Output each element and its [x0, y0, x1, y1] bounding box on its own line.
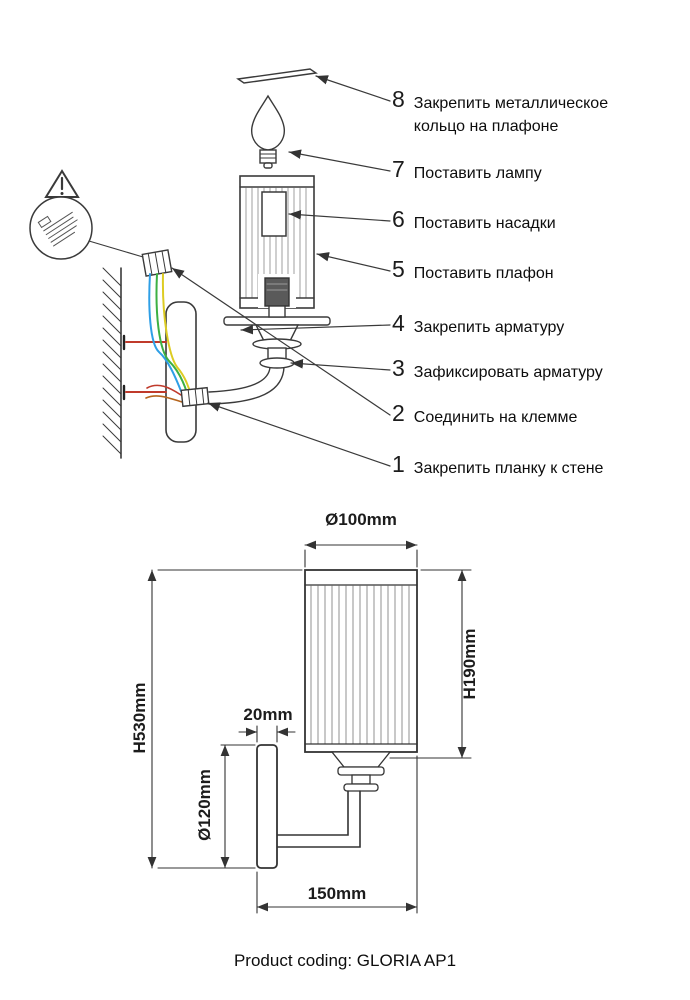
step-label: Закрепить планку к стене — [413, 460, 604, 477]
dimension-top-diameter: Ø100mm — [325, 510, 397, 529]
dim-shade — [304, 569, 418, 753]
metal-ring — [236, 68, 318, 84]
assembly-step-5: 5 Поставить плафон — [392, 258, 554, 285]
step-number: 7 — [392, 156, 405, 182]
dim-fitter — [330, 751, 392, 792]
fixture-armature — [223, 316, 331, 369]
wall-hatching — [102, 267, 122, 459]
assembly-step-4: 4 Закрепить арматуру — [392, 312, 564, 339]
dimension-shade-height: H190mm — [460, 628, 479, 700]
step-number: 4 — [392, 310, 405, 336]
step-label: Поставить лампу — [413, 165, 542, 182]
step-label: Поставить плафон — [413, 265, 554, 282]
wires — [145, 273, 192, 403]
dimension-plate-thickness: 20mm — [243, 705, 293, 724]
dimension-projection: 150mm — [307, 884, 367, 903]
nozzle — [261, 191, 287, 237]
candle-bulb — [251, 94, 285, 169]
step-number: 2 — [392, 400, 405, 426]
assembly-step-8: 8 Закрепить металлическое кольцо на плаф… — [392, 88, 652, 138]
assembly-step-3: 3 Зафиксировать арматуру — [392, 357, 603, 384]
leader-lines — [171, 75, 391, 467]
lamp-socket — [258, 274, 296, 318]
dimension-total-height: H530mm — [130, 682, 149, 754]
step-number: 8 — [392, 86, 405, 112]
dim-lines — [147, 540, 472, 914]
dim-wall-plate — [256, 744, 278, 869]
wire-connector — [180, 386, 210, 408]
product-coding: Product coding: GLORIA AP1 — [233, 951, 457, 970]
terminal-block — [141, 249, 173, 277]
warning-triangle-icon — [44, 169, 80, 198]
step-number: 3 — [392, 355, 405, 381]
mounting-screws — [122, 334, 167, 401]
bracket-arm — [208, 366, 285, 405]
step-label: Закрепить арматуру — [413, 319, 565, 336]
step-number: 1 — [392, 451, 405, 477]
assembly-step-1: 1 Закрепить планку к стене — [392, 453, 603, 480]
step-number: 6 — [392, 206, 405, 232]
assembly-diagram — [29, 68, 391, 467]
dimension-plate-diameter: Ø120mm — [195, 769, 214, 841]
dim-arm — [276, 790, 361, 848]
step-number: 5 — [392, 256, 405, 282]
label-detail-circle — [29, 196, 144, 260]
step-label: Поставить насадки — [413, 215, 556, 232]
assembly-step-7: 7 Поставить лампу — [392, 158, 542, 185]
step-label: Закрепить металлическое кольцо на плафон… — [413, 95, 609, 136]
assembly-step-6: 6 Поставить насадки — [392, 208, 556, 235]
dimension-drawing — [147, 540, 472, 914]
assembly-step-2: 2 Соединить на клемме — [392, 402, 577, 429]
step-label: Соединить на клемме — [413, 409, 578, 426]
step-label: Зафиксировать арматуру — [413, 364, 603, 381]
